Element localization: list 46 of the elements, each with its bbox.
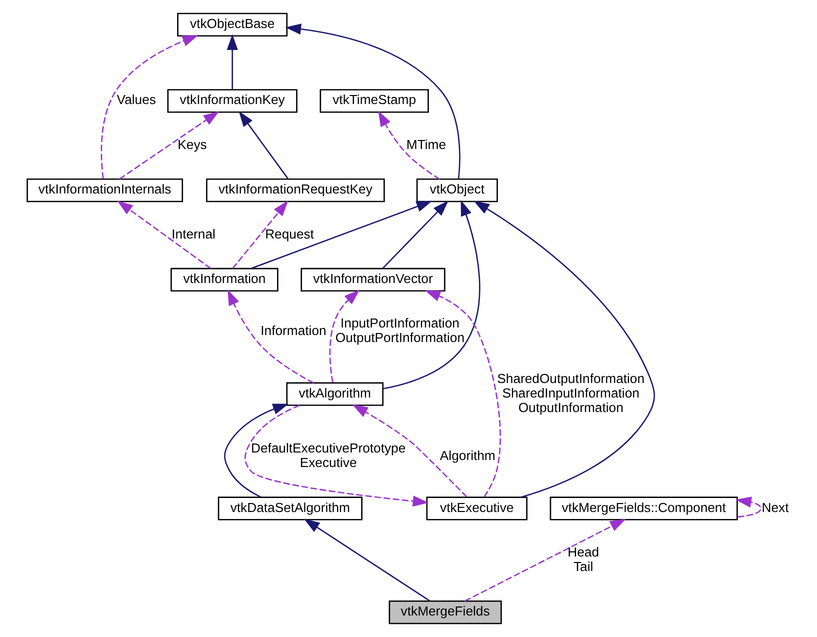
node-box: vtkInformationRequestKey [206, 178, 385, 202]
edge-label: Algorithm [440, 448, 496, 463]
arrow [224, 404, 289, 498]
arrow [329, 290, 360, 383]
node-box: vtkObject [416, 178, 498, 202]
arrow [100, 35, 198, 179]
arrow [382, 200, 448, 269]
arrow [424, 290, 501, 498]
node-box: vtkInformationKey [167, 89, 298, 113]
arrow [250, 200, 432, 270]
arrow [464, 518, 626, 602]
arrow [474, 200, 655, 498]
node-box: vtkMergeFields::Component [550, 496, 738, 520]
arrow [304, 518, 430, 602]
edge-label: Keys [178, 136, 207, 152]
node-box: vtkAlgorithm [286, 382, 384, 406]
arrow [352, 404, 468, 498]
arrow [244, 404, 429, 507]
edge-label: Internal [172, 226, 216, 242]
arrow [228, 289, 314, 384]
arrow [378, 110, 440, 180]
edge-label: Values [116, 92, 156, 108]
edge-label: Information [260, 322, 326, 338]
node-box: vtkInformation [170, 268, 278, 292]
node-box: vtkInformationVector [300, 268, 446, 292]
node-box: vtkObjectBase [177, 12, 288, 37]
node-box: vtkDataSetAlgorithm [218, 496, 362, 520]
node-box: vtkInformationInternals [26, 178, 184, 202]
edge-label: MTime [406, 136, 446, 152]
node-box: vtkMergeFields [388, 600, 502, 624]
edge-label: Request [265, 226, 314, 242]
arrow [382, 200, 480, 390]
arrow [736, 496, 762, 518]
arrow [232, 200, 288, 269]
edge-label: DefaultExecutivePrototype Executive [250, 440, 406, 470]
arrow [238, 111, 289, 180]
arrow [226, 34, 238, 90]
arrow [285, 24, 460, 179]
edge-label: SharedOutputInformation SharedInputInformation OutputInformation [497, 370, 645, 415]
edge-label: InputPortInformation OutputPortInformation [335, 316, 465, 346]
arrow [119, 111, 220, 180]
arrow [117, 200, 212, 269]
node-box: vtkTimeStamp [320, 89, 429, 113]
edge-label: Next [762, 500, 789, 515]
edge-label: Head Tail [568, 544, 600, 574]
node-box: vtkExecutive [426, 496, 528, 520]
